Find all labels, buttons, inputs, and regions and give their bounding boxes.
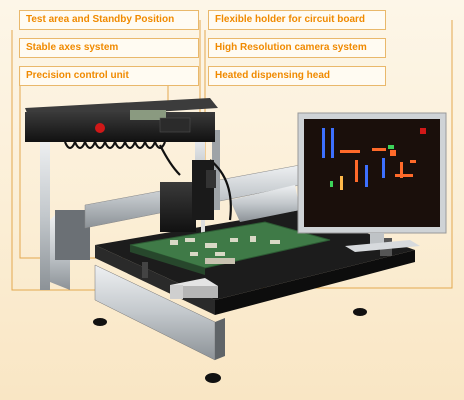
pcb-icon	[129, 221, 331, 275]
camera-icon	[160, 160, 216, 242]
label-camera-system: High Resolution camera system	[208, 38, 386, 58]
test-area-block	[142, 262, 218, 299]
axis-rails	[45, 164, 392, 383]
label-test-area: Test area and Standby Position	[19, 10, 199, 30]
label-dispensing-head: Heated dispensing head	[208, 66, 386, 86]
screen-layout	[322, 128, 426, 190]
label-stable-axes: Stable axes system	[19, 38, 199, 58]
monitor-icon	[297, 112, 447, 252]
coiled-cable	[63, 139, 232, 221]
control-button-icon	[95, 123, 105, 133]
precision-control-unit	[25, 98, 218, 142]
label-precision-control: Precision control unit	[19, 66, 199, 86]
label-flexible-holder: Flexible holder for circuit board	[208, 10, 386, 30]
